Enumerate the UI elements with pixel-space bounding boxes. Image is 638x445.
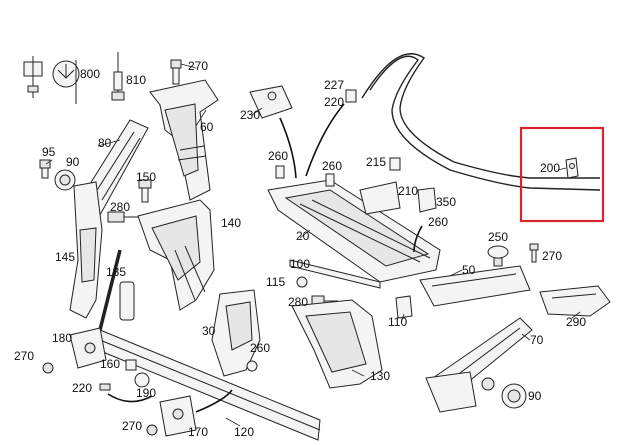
tube-200-assembly <box>361 53 601 191</box>
bracket-210 <box>359 181 401 215</box>
rod-100 <box>289 259 381 289</box>
callout-280-b: 280 <box>288 295 308 309</box>
callout-90-a: 90 <box>66 155 80 169</box>
callout-95: 95 <box>42 145 56 159</box>
callout-810: 810 <box>126 73 146 87</box>
callout-215: 215 <box>366 155 386 169</box>
spacer-185 <box>119 281 135 321</box>
callout-190: 190 <box>136 386 156 400</box>
bolt-260-b <box>325 173 335 187</box>
bracket-170 <box>159 395 197 437</box>
callout-80: 80 <box>98 136 112 150</box>
callout-110: 110 <box>388 315 407 329</box>
callout-230: 230 <box>240 108 260 122</box>
callout-120: 120 <box>234 425 254 439</box>
bumper-beam <box>98 249 122 331</box>
fastener-800 <box>23 56 80 104</box>
upright-145 <box>69 181 103 319</box>
nut-190 <box>134 372 150 388</box>
clip-200 <box>565 157 579 179</box>
arrow-227 <box>305 103 345 177</box>
bolt-95 <box>39 159 51 179</box>
bolt-220-lower <box>99 383 111 391</box>
arrow-260-c <box>413 225 423 253</box>
mount-90-left <box>54 169 76 191</box>
highlight-box-200 <box>519 126 605 223</box>
callout-150: 150 <box>136 170 156 184</box>
leader-lines <box>45 63 581 427</box>
leader-arrow-170 <box>195 389 233 413</box>
arrow-230 <box>279 117 297 179</box>
bolt-260-d <box>246 360 258 372</box>
bolt-270-right <box>529 243 539 263</box>
callout-220-b: 220 <box>72 381 92 395</box>
cowl-clip-230 <box>249 85 293 119</box>
mount-90-right <box>501 383 527 409</box>
callout-227: 227 <box>324 78 344 92</box>
callout-185: 185 <box>106 265 126 279</box>
callout-260-c: 260 <box>428 215 448 229</box>
bracket-arm-base <box>425 371 495 413</box>
callout-140: 140 <box>221 216 241 230</box>
callout-115: 115 <box>266 275 285 289</box>
item-160 <box>125 359 137 371</box>
callout-20: 20 <box>296 229 310 243</box>
callout-200: 200 <box>540 161 560 175</box>
callout-350: 350 <box>436 195 456 209</box>
support-130 <box>291 299 383 389</box>
bolt-270-bottom <box>146 424 158 436</box>
callout-160: 160 <box>100 357 120 371</box>
bolt-260-a <box>275 165 285 179</box>
callout-170: 170 <box>188 425 208 439</box>
callout-labels: 800 810 270 60 80 95 90 150 280 140 145 … <box>14 59 586 439</box>
callout-290: 290 <box>566 315 586 329</box>
bolt-280-left <box>107 211 140 223</box>
callout-270-b: 270 <box>542 249 562 263</box>
callout-270-c: 270 <box>14 349 34 363</box>
callout-100: 100 <box>290 257 310 271</box>
clip-227-220 <box>345 89 357 103</box>
bracket-50 <box>419 265 531 307</box>
bracket-110 <box>395 295 413 319</box>
radiator-support-140 <box>137 199 215 311</box>
rivet-810 <box>111 52 125 101</box>
callout-70: 70 <box>530 333 544 347</box>
callout-210: 210 <box>398 184 418 198</box>
callout-260-b: 260 <box>322 159 342 173</box>
callout-270-a: 270 <box>188 59 208 73</box>
callout-250: 250 <box>488 230 508 244</box>
callout-30: 30 <box>202 324 216 338</box>
callout-90-b: 90 <box>528 389 542 403</box>
bolt-150 <box>138 179 152 203</box>
callout-270-d: 270 <box>122 419 142 433</box>
callout-145: 145 <box>55 250 75 264</box>
cowl-panel-20 <box>267 179 441 283</box>
callout-800: 800 <box>80 67 100 81</box>
bolt-215 <box>389 157 401 171</box>
leader-arrow-190 <box>107 393 153 403</box>
callout-50: 50 <box>462 263 476 277</box>
cover-290 <box>539 285 611 317</box>
nut-250 <box>487 245 509 267</box>
callout-280-a: 280 <box>110 200 130 214</box>
bolt-270-top <box>170 59 182 85</box>
callout-260-d: 260 <box>250 341 270 355</box>
bracket-350 <box>417 187 437 213</box>
bracket-180 <box>69 327 107 369</box>
support-30 <box>211 289 261 377</box>
side-member-60 <box>149 79 219 201</box>
bolt-270-lower-left <box>42 362 54 374</box>
callout-180: 180 <box>52 331 72 345</box>
callout-220-a: 220 <box>324 95 344 109</box>
bolt-115 <box>296 276 308 288</box>
callout-260-a: 260 <box>268 149 288 163</box>
callout-130: 130 <box>370 369 390 383</box>
callout-60: 60 <box>200 120 214 134</box>
